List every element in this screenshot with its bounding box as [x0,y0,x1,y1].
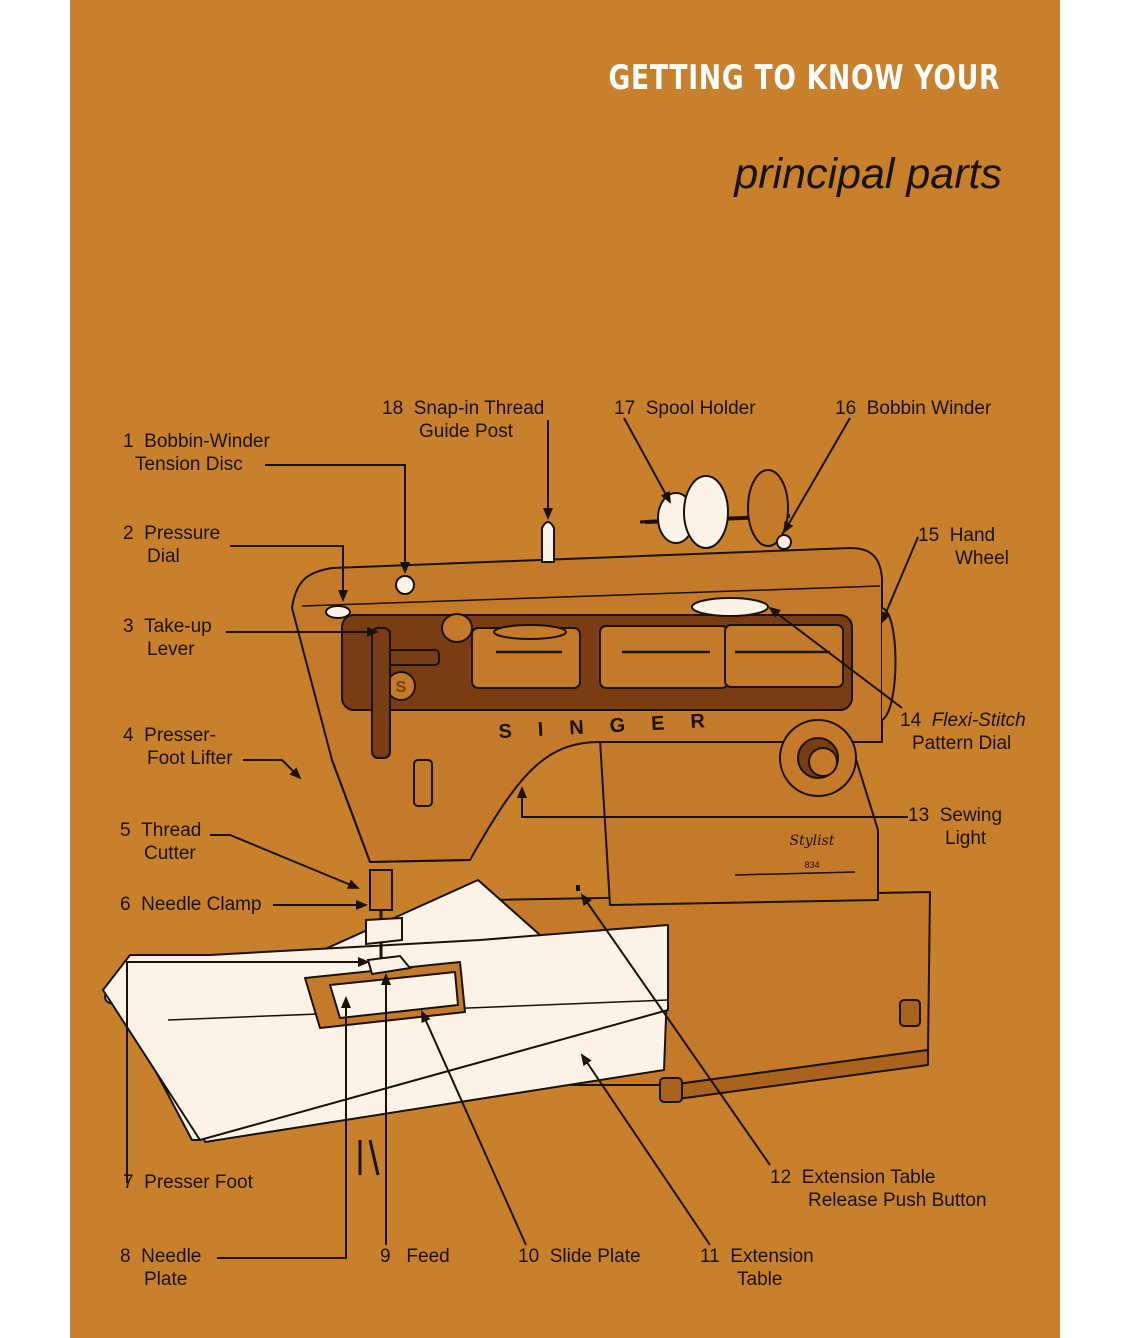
label-extension-table-release: 12 Extension Table Release Push Button [770,1167,987,1211]
label-bobbin-winder: 16 Bobbin Winder [835,398,992,419]
model-name: Stylist [790,833,835,849]
label-presser-foot-lifter: 4 Presser- Foot Lifter [123,725,233,769]
leader-lines [126,417,919,1259]
machine-arm: S [291,547,897,863]
top-fittings [541,469,792,563]
label-presser-foot: 7 Presser Foot [123,1172,253,1193]
label-extension-table: 11 Extension Table [700,1246,814,1290]
page-subheading: principal parts [734,150,1002,198]
model-number: 834 [804,860,819,870]
label-slide-plate: 10 Slide Plate [518,1246,641,1267]
label-sewing-light: 13 Sewing Light [908,805,1003,849]
label-spool-holder: 17 Spool Holder [614,398,756,419]
needle-assembly [365,869,412,976]
label-flexi-stitch-pattern-dial: 14 Flexi-Stitch Pattern Dial [900,710,1026,754]
label-feed: 9 Feed [380,1246,450,1267]
label-pressure-dial: 2 Pressure Dial [123,523,221,567]
label-bobbin-winder-tension-disc: 1 Bobbin-Winder Tension Disc [123,431,270,475]
label-snap-in-thread-guide-post: 18 Snap-in Thread Guide Post [382,398,545,442]
label-thread-cutter: 5 Thread Cutter [120,820,202,864]
manual-page: S [70,0,1060,1338]
svg-text:S: S [396,679,407,696]
label-hand-wheel: 15 Hand Wheel [918,525,1009,569]
label-take-up-lever: 3 Take-up Lever [123,616,212,660]
label-needle-clamp: 6 Needle Clamp [120,894,262,915]
label-needle-plate: 8 Needle Plate [120,1246,202,1290]
page-heading: GETTING TO KNOW YOUR [608,58,1000,98]
sewing-machine-diagram: S [102,417,931,1259]
